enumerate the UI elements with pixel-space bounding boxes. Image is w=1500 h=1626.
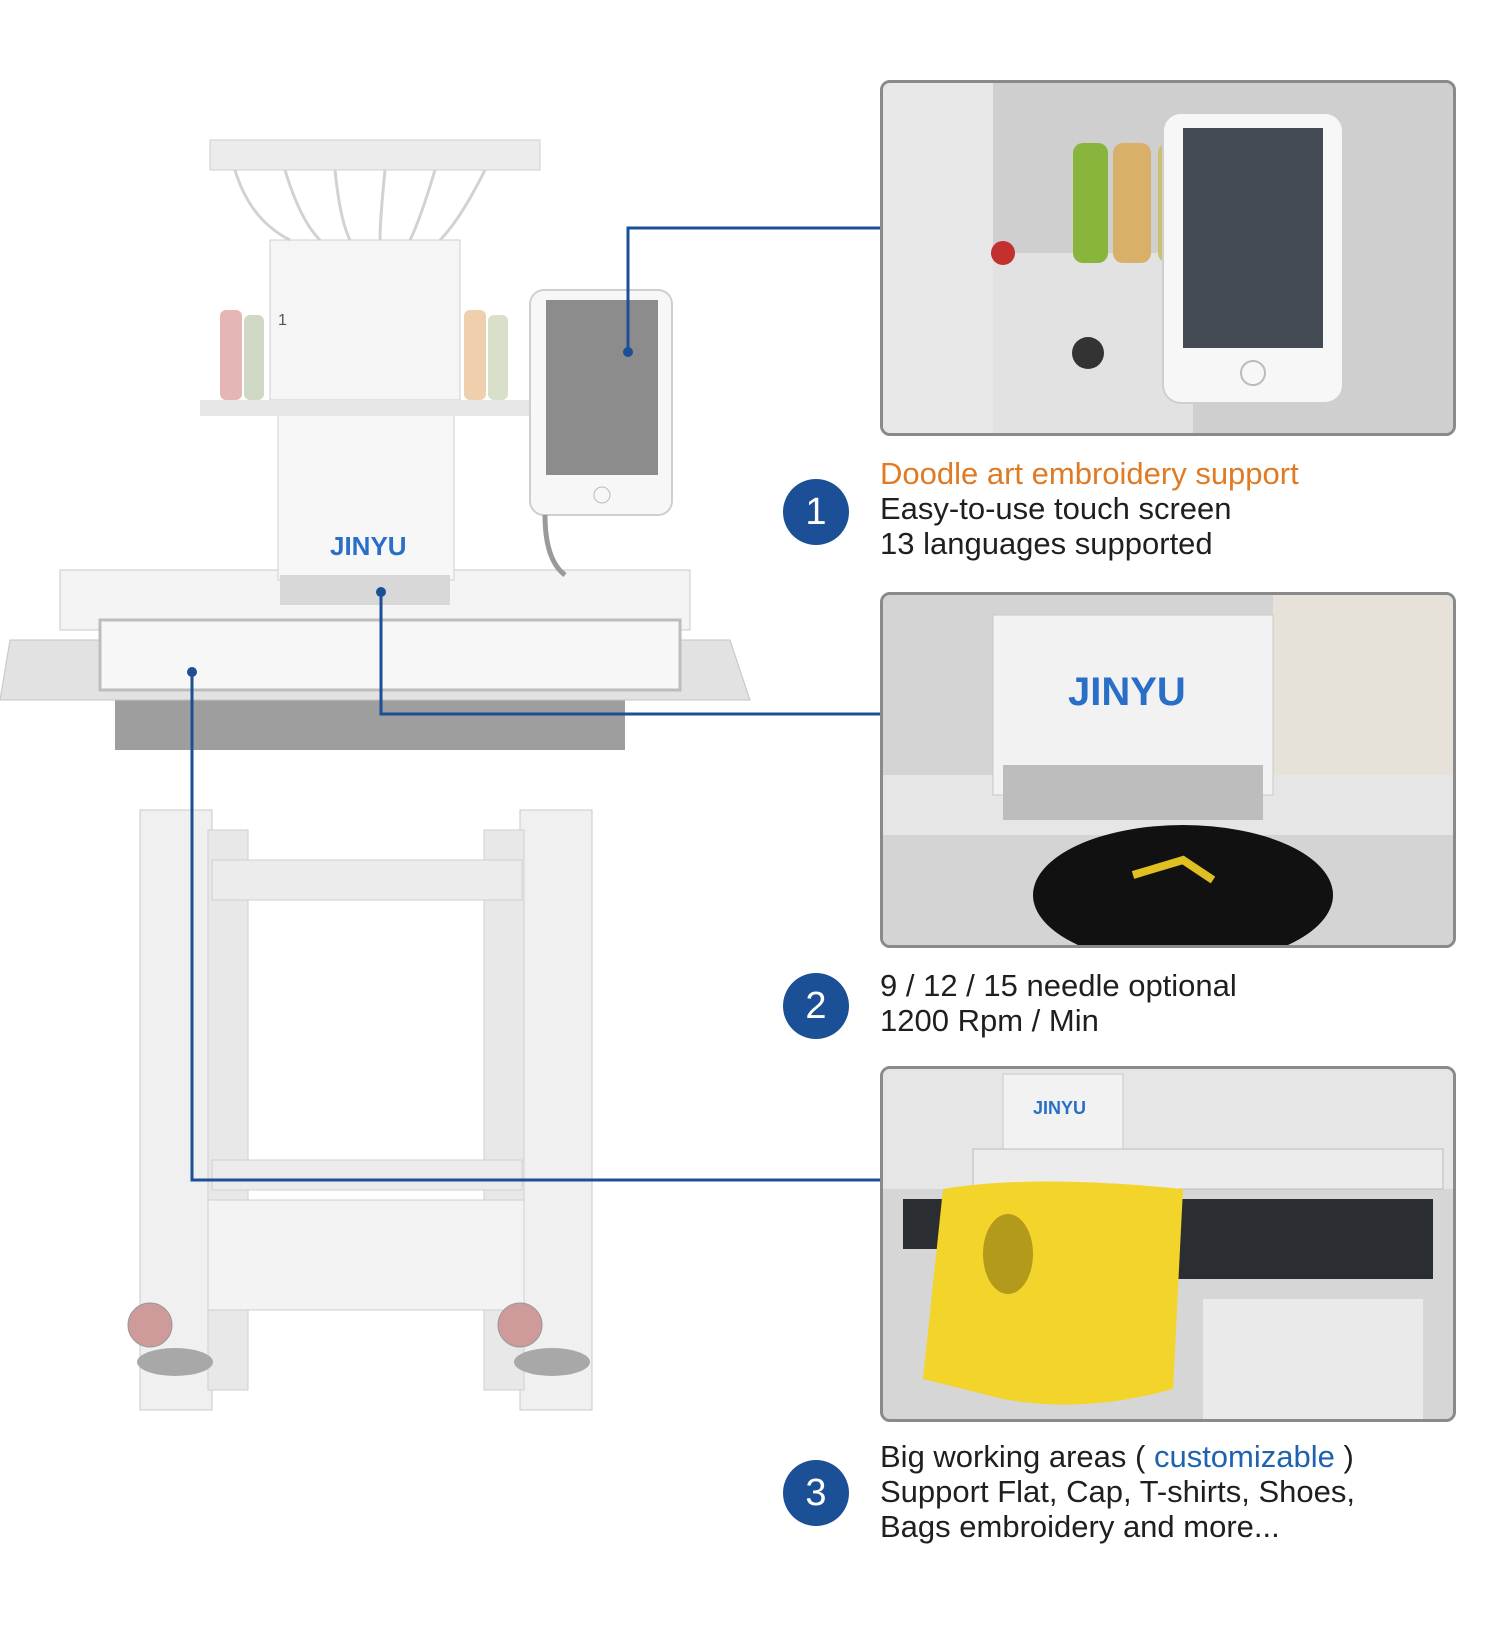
feature-2-line-1: 9 / 12 / 15 needle optional — [880, 968, 1237, 1003]
feature-2-badge: 2 — [783, 973, 849, 1039]
feature-3: 3 Big working areas ( customizable ) Sup… — [783, 1439, 1483, 1549]
photo-cap-embroidery: JINYU — [880, 592, 1456, 948]
feature-3-line-1: Big working areas ( customizable ) — [880, 1439, 1355, 1474]
feature-3-line-2: Support Flat, Cap, T-shirts, Shoes, — [880, 1474, 1355, 1509]
feature-1: 1 Doodle art embroidery support Easy-to-… — [783, 456, 1483, 566]
photo-touch-screen — [880, 80, 1456, 436]
feature-1-highlight: Doodle art embroidery support — [880, 456, 1299, 491]
photo-tshirt-embroidery: JINYU — [880, 1066, 1456, 1422]
machine-brand-label: JINYU — [330, 531, 407, 561]
connector-lines — [187, 226, 880, 1182]
feature-3-badge: 3 — [783, 1460, 849, 1526]
photo-2-brand-label: JINYU — [1068, 670, 1186, 714]
feature-1-line-2: 13 languages supported — [880, 526, 1213, 561]
photo-3-brand-label: JINYU — [1033, 1098, 1086, 1118]
feature-2-line-2: 1200 Rpm / Min — [880, 1003, 1099, 1038]
feature-3-line-3: Bags embroidery and more... — [880, 1509, 1280, 1544]
feature-1-line-1: Easy-to-use touch screen — [880, 491, 1232, 526]
embroidery-machine-image: 1 JINYU — [0, 139, 751, 1411]
feature-3-customizable: customizable — [1153, 1439, 1335, 1474]
machine-head-number: 1 — [278, 312, 287, 329]
feature-3-line-1-end: ) — [1334, 1439, 1354, 1474]
feature-1-badge: 1 — [783, 479, 849, 545]
feature-3-line-1-start: Big working areas ( — [880, 1439, 1154, 1474]
feature-2: 2 9 / 12 / 15 needle optional 1200 Rpm /… — [783, 968, 1483, 1048]
